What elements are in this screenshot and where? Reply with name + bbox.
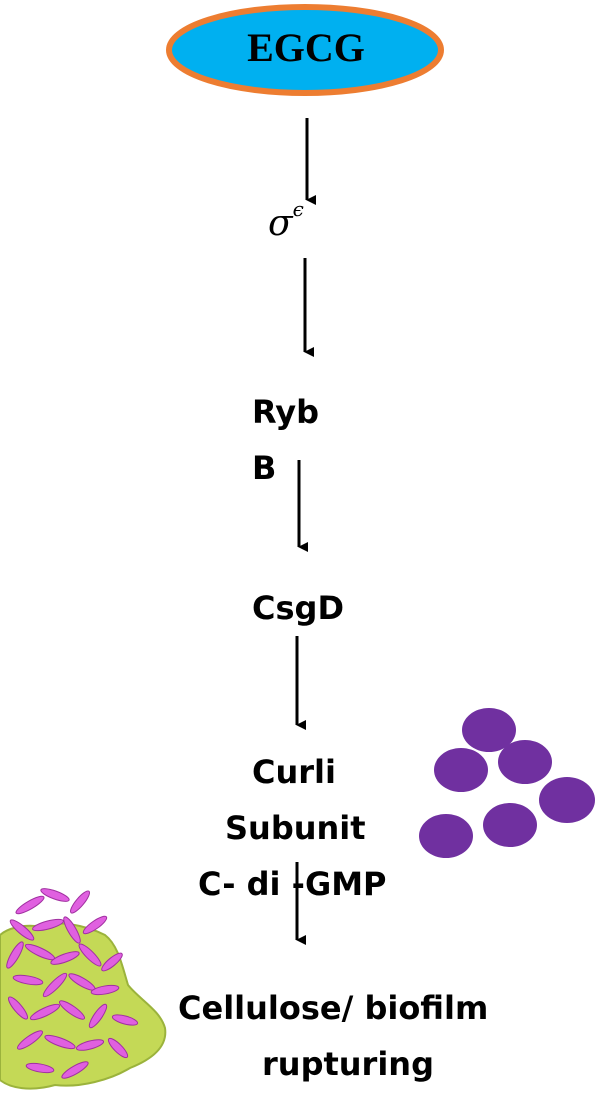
cdigmp-label: C- di -GMP xyxy=(198,865,387,903)
result-label-line2: rupturing xyxy=(262,1045,434,1083)
result-label-line1: Cellulose/ biofilm xyxy=(178,989,489,1027)
bacteria-cluster xyxy=(419,708,595,858)
egcg-label: EGCG xyxy=(247,25,365,70)
sigma-symbol: σ xyxy=(268,203,293,244)
egcg-node xyxy=(166,4,444,96)
rybb-label-line2: B xyxy=(252,449,277,487)
sigma-factor-label: σϵ xyxy=(268,199,304,244)
curli-label-line2: Subunit xyxy=(225,809,366,847)
biofilm-illustration xyxy=(0,888,167,1090)
curli-label-line1: Curli xyxy=(252,753,336,791)
sigma-superscript: ϵ xyxy=(292,197,304,221)
csgd-label: CsgD xyxy=(252,589,344,627)
rybb-label-line1: Ryb xyxy=(252,393,319,431)
